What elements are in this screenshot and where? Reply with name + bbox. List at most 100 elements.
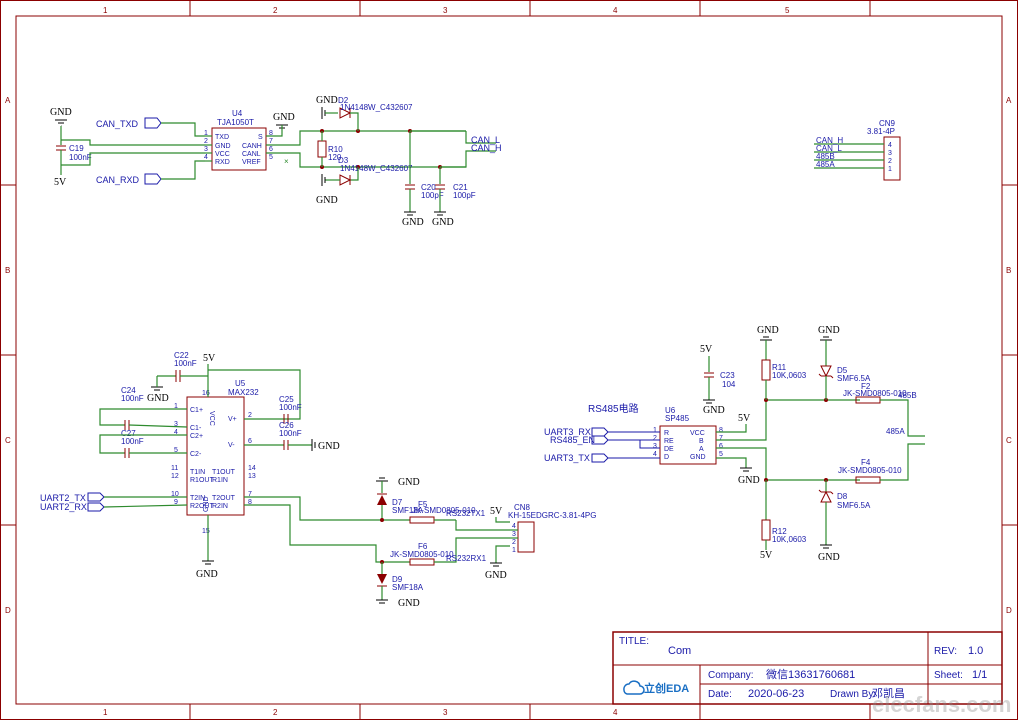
cn8-part: KH-15EDGRC-3.81-4PG: [508, 511, 596, 520]
u5-num-5: 5: [174, 447, 178, 454]
row-label-d-right: D: [1006, 606, 1012, 615]
c21-value: 100pF: [453, 191, 476, 200]
col-label-1-bottom: 1: [103, 708, 108, 717]
u4-pin-s: S: [258, 134, 263, 141]
u5-pin-r2out: R2OUT: [190, 503, 214, 510]
u5-pin-c2m: C2-: [190, 451, 202, 458]
u4-num-7: 7: [269, 138, 273, 145]
c27-ref: C27: [121, 429, 136, 438]
d7-ref: D7: [392, 498, 403, 507]
u6-num-3: 3: [653, 443, 657, 450]
d9-part: SMF18A: [392, 583, 424, 592]
c27-value: 100nF: [121, 437, 144, 446]
title-block: TITLE: Com REV: 1.0 Company: 微信136317606…: [612, 631, 1003, 705]
u4-num-8: 8: [269, 130, 273, 137]
col-label-4-bottom: 4: [613, 708, 618, 717]
col-label-3-bottom: 3: [443, 708, 448, 717]
c24-value: 100nF: [121, 394, 144, 403]
u6-num-5: 5: [719, 451, 723, 458]
gnd-label-c20: GND: [402, 217, 424, 228]
c25-ref: C25: [279, 395, 294, 404]
drawn-value: 邓凯昌: [872, 687, 905, 700]
row-label-b-right: B: [1006, 266, 1011, 275]
u6-num-1: 1: [653, 427, 657, 434]
u5-ref: U5: [235, 379, 246, 388]
title-value: Com: [668, 645, 691, 657]
sheet-value: 1/1: [972, 669, 987, 681]
u5-num-16: 16: [202, 390, 210, 397]
u4-pin-vcc: VCC: [215, 151, 230, 158]
u5-num-1: 1: [174, 403, 178, 410]
u6-pin-a: A: [699, 446, 704, 453]
cn9-pin-1: 1: [888, 166, 892, 173]
u5-pin-r1in: R1IN: [212, 477, 228, 484]
r12-value: 10K,0603: [772, 535, 807, 544]
u6-num-8: 8: [719, 427, 723, 434]
u6-pin-vcc: VCC: [690, 430, 705, 437]
gnd-label-c23: GND: [703, 405, 725, 416]
can-rxd-label: CAN_RXD: [96, 175, 140, 185]
r12-ref: R12: [772, 527, 787, 536]
v5-label-r12: 5V: [760, 550, 773, 561]
gnd-label-c22: GND: [147, 393, 169, 404]
rs232rx1-net: RS232RX1: [446, 554, 487, 563]
u5-pin-t1out: T1OUT: [212, 469, 236, 476]
cloud-icon: [623, 680, 645, 695]
u5-num-13: 13: [248, 473, 256, 480]
rs485-heading: RS485电路: [588, 402, 639, 415]
u6-pin-d: D: [664, 454, 669, 461]
watermark: elecfans.com 电子发烧友: [872, 692, 1018, 717]
cn9-net-can-l: CAN_L: [816, 144, 842, 153]
gnd-label-d5: GND: [818, 325, 840, 336]
d5-part: SMF6.5A: [837, 374, 871, 383]
cn8-pin-2: 2: [512, 539, 516, 546]
drawn-label: Drawn By:: [830, 689, 876, 700]
row-label-a-right: A: [1006, 96, 1012, 105]
r10-value: 120: [328, 153, 342, 162]
cn9-net-485a: 485A: [816, 160, 835, 169]
cn9-net-can-h: CAN_H: [816, 136, 843, 145]
can-h-net: CAN_H: [471, 143, 502, 153]
u4-ref: U4: [232, 109, 243, 118]
sheet-label: Sheet:: [934, 670, 963, 681]
u5-pin-gnd: GND: [203, 496, 210, 512]
f4-ref: F4: [861, 458, 871, 467]
inner-frame: [15, 15, 1003, 705]
date-value: 2020-06-23: [748, 688, 804, 700]
gnd-label-c19: GND: [50, 107, 72, 118]
u5-num-10: 10: [171, 491, 179, 498]
date-label: Date:: [708, 689, 732, 700]
v5-label-cn8: 5V: [490, 506, 503, 517]
u6-pin-r: R: [664, 430, 669, 437]
gnd-label-d3: GND: [316, 195, 338, 206]
cn9-pin-2: 2: [888, 158, 892, 165]
u5-num-8: 8: [248, 499, 252, 506]
d3-part: 1N4148W_C432607: [340, 164, 413, 173]
c19-ref: C19: [69, 144, 84, 153]
u4-num-5: 5: [269, 154, 273, 161]
col-label-4: 4: [613, 6, 618, 15]
c23-value: 104: [722, 380, 736, 389]
u4-pin-canh: CANH: [242, 143, 262, 150]
rs232tx1-net: RS232TX1: [446, 509, 486, 518]
v5-label-c19: 5V: [54, 177, 67, 188]
u4-pin-txd: TXD: [215, 134, 229, 141]
no-connect-vref: ×: [284, 157, 289, 166]
c24-ref: C24: [121, 386, 136, 395]
r11-ref: R11: [772, 363, 787, 372]
u6-pin-re: RE: [664, 438, 674, 445]
col-label-3: 3: [443, 6, 448, 15]
u5-pin-vcc: VCC: [208, 411, 215, 426]
col-label-5: 5: [785, 6, 790, 15]
u5-num-4: 4: [174, 429, 178, 436]
d2-part: 1N4148W_C432607: [340, 103, 413, 112]
c23-ref: C23: [720, 371, 735, 380]
f2-ref: F2: [861, 382, 871, 391]
u6-num-6: 6: [719, 443, 723, 450]
f4-part: JK-SMD0805-010: [838, 466, 902, 475]
u5-pin-vp: V+: [228, 416, 237, 423]
f6-part: JK-SMD0805-010: [390, 550, 454, 559]
v5-label-c23: 5V: [700, 344, 713, 355]
u4-pin-vref: VREF: [242, 159, 261, 166]
